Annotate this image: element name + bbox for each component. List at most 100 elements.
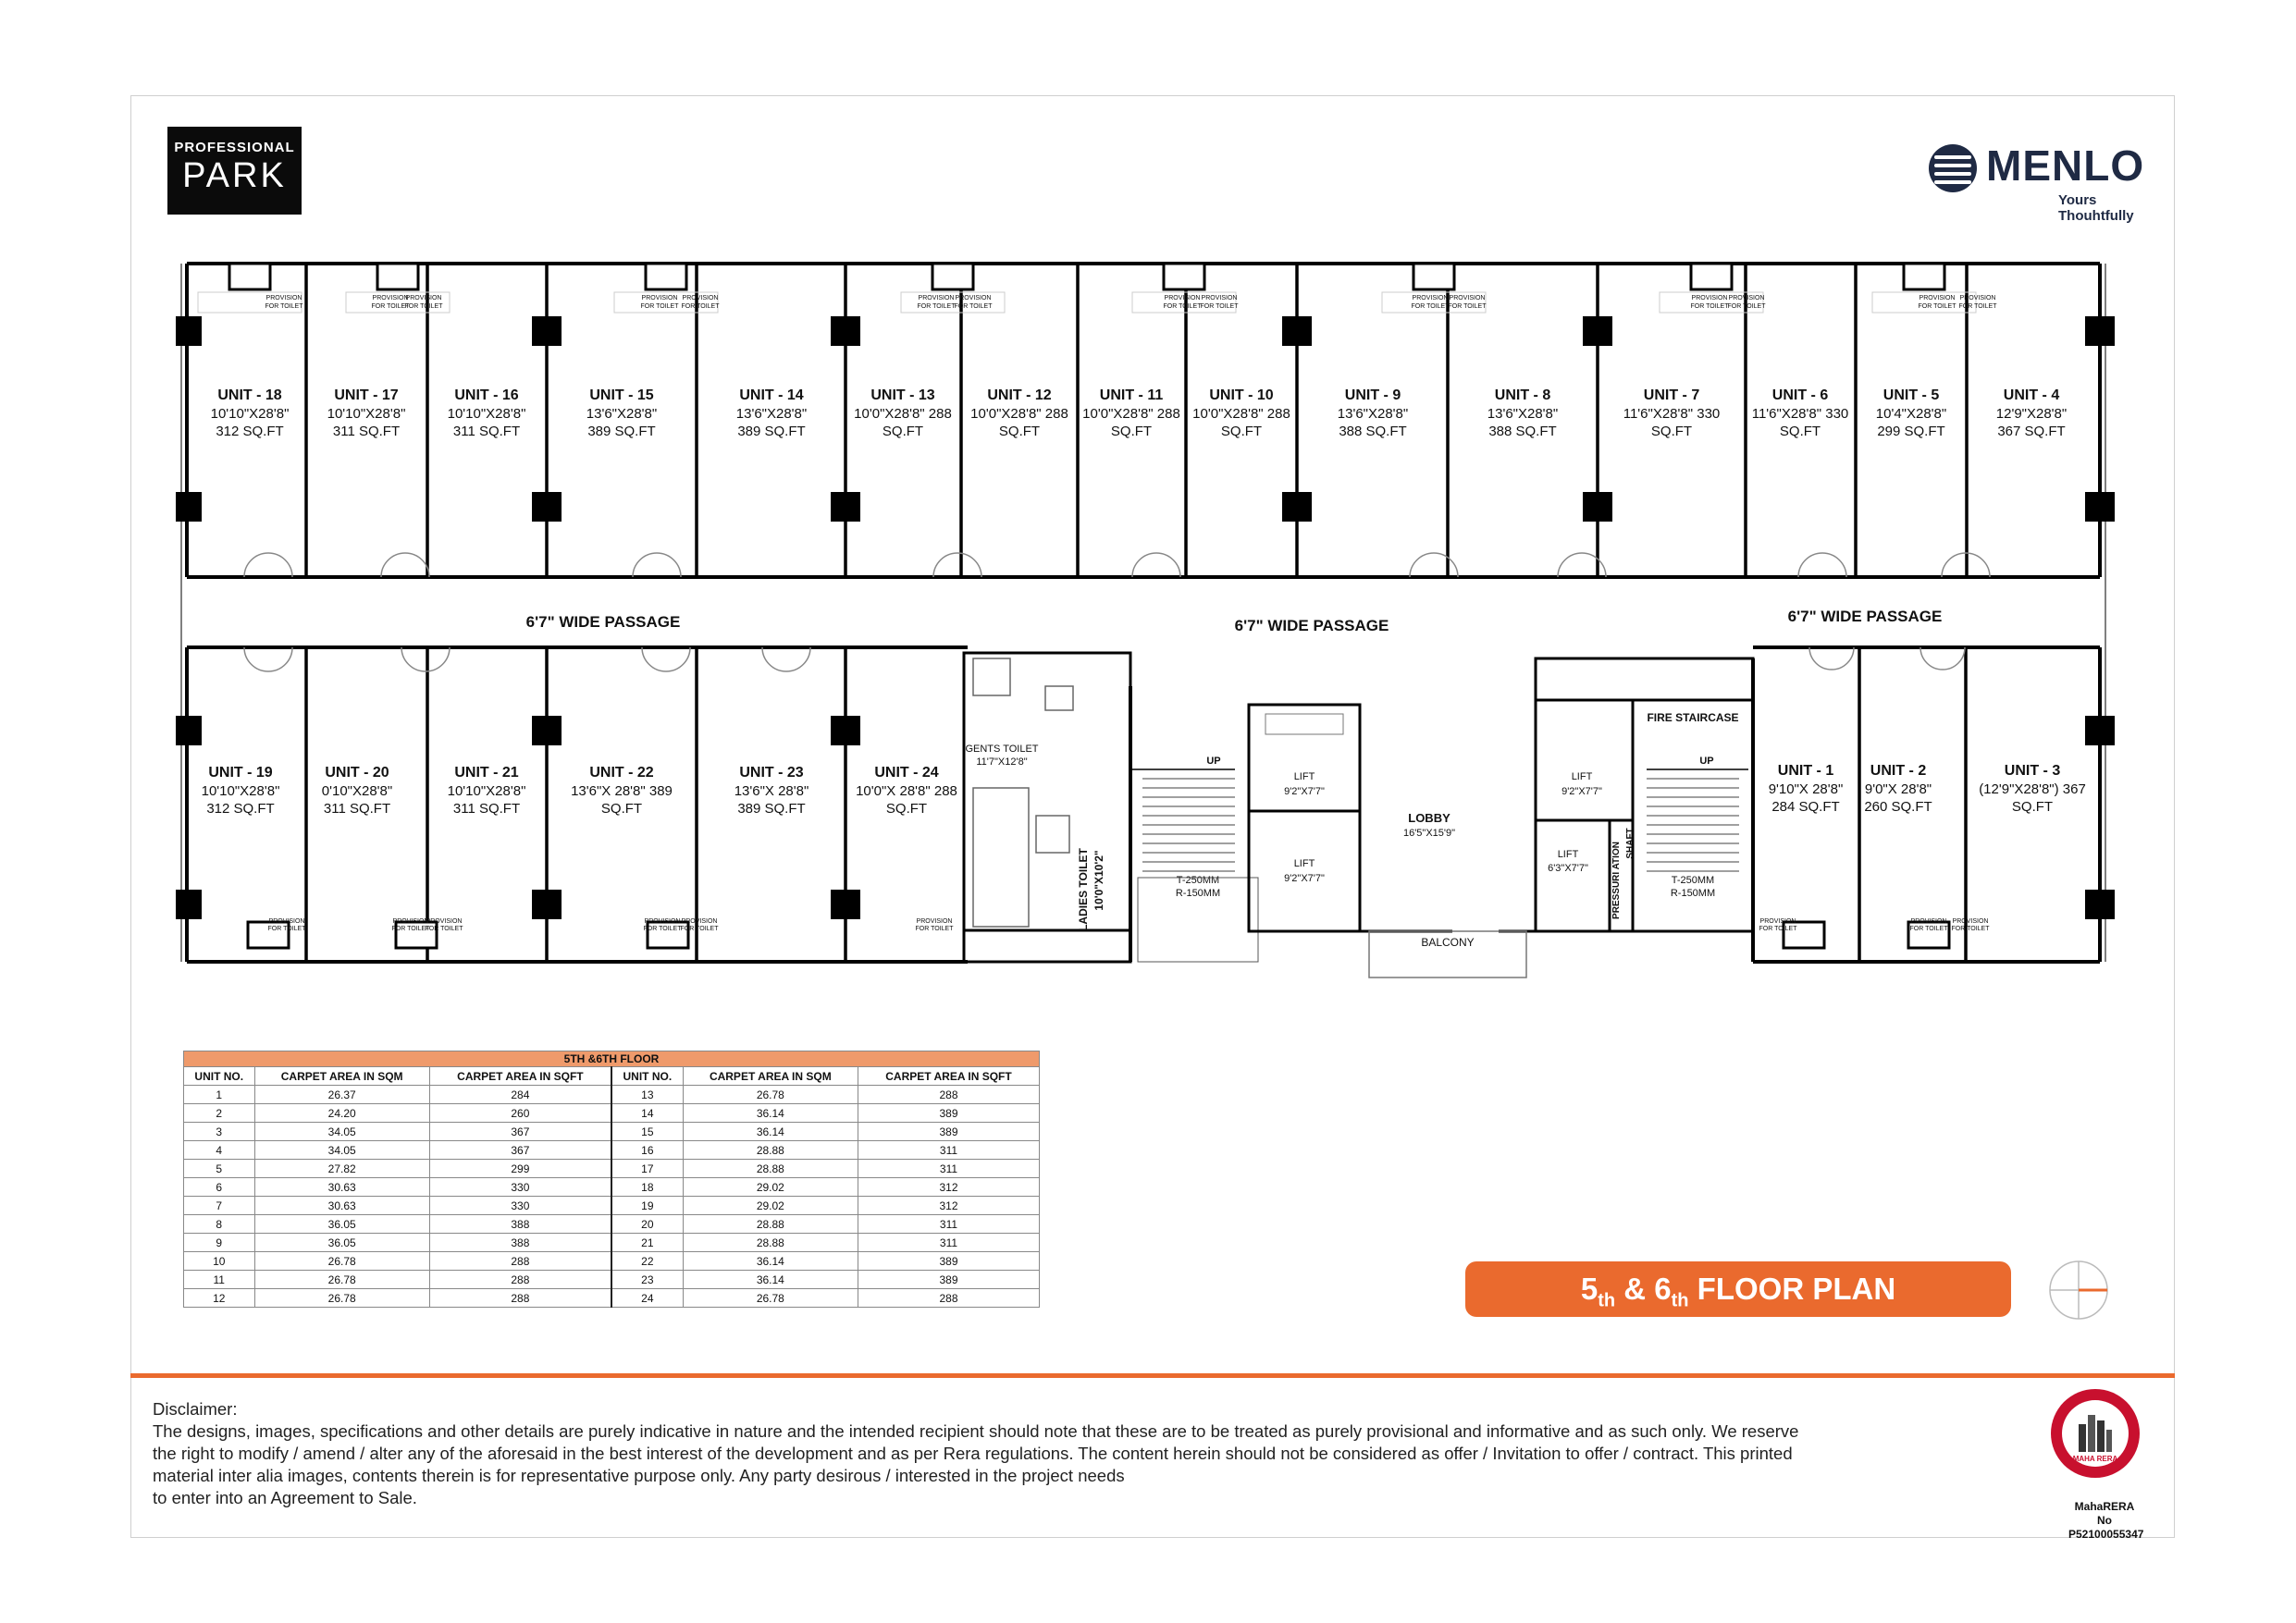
- column: [831, 890, 860, 919]
- balcony-outline: [1368, 930, 1527, 978]
- table-cell: 3: [183, 1122, 255, 1141]
- unit-label: UNIT - 20: [325, 765, 389, 781]
- door-swing: [1808, 646, 1855, 670]
- table-cell: 36.14: [682, 1103, 859, 1123]
- toilet-provision-box: [246, 920, 290, 950]
- door-swing: [401, 646, 451, 672]
- provision-label: PROVISION: [266, 295, 302, 301]
- toilet-block-inner: [962, 651, 1132, 932]
- menlo-globe-icon: [1929, 144, 1977, 192]
- provision-label: FOR TOILET: [268, 926, 307, 932]
- unit-label: UNIT - 6: [1772, 387, 1829, 403]
- table-cell: 18: [610, 1177, 684, 1197]
- unit-label: UNIT - 11: [1100, 387, 1164, 403]
- table-cell: 16: [610, 1140, 684, 1160]
- table-cell: 29.02: [682, 1177, 859, 1197]
- provision-outline: [197, 291, 302, 314]
- unit-label: UNIT - 8: [1495, 387, 1551, 403]
- toilet-provision-box: [1907, 920, 1951, 950]
- table-cell: 312: [858, 1177, 1040, 1197]
- provision-label: PROVISION: [1960, 295, 1996, 301]
- table-header: CARPET AREA IN SQM: [682, 1066, 859, 1086]
- lobby-label: LOBBY: [1408, 811, 1450, 825]
- table-cell: 30.63: [253, 1177, 430, 1197]
- unit-label: UNIT - 15: [589, 387, 653, 403]
- unit-dimension: 13'6"X28'8": [1338, 406, 1408, 422]
- toilet-provision-box: [646, 920, 690, 950]
- lobby-dim: 16'5"X15'9": [1403, 828, 1455, 839]
- toilet-provision-box: [1412, 262, 1456, 291]
- lift-car: [1265, 713, 1344, 735]
- wc-cubicle: [1044, 685, 1074, 711]
- table-cell: 6: [183, 1177, 255, 1197]
- unit-dimension: 10'0"X28'8" 288: [1082, 406, 1180, 422]
- table-cell: 389: [858, 1270, 1040, 1289]
- fire-staircase-label: FIRE STAIRCASE: [1647, 711, 1738, 724]
- maharera-seal-icon: MAHA RERA: [2051, 1389, 2140, 1478]
- unit-area: 389 SQ.FT: [737, 424, 805, 439]
- unit-area: 312 SQ.FT: [216, 424, 283, 439]
- provision-label: PROVISION: [406, 295, 442, 301]
- table-cell: 36.14: [682, 1270, 859, 1289]
- lift-shaft: [1534, 698, 1635, 822]
- stair-landing: [1137, 877, 1259, 963]
- stair-dim: T-250MM: [1177, 875, 1219, 886]
- table-header: UNIT NO.: [610, 1066, 684, 1086]
- provision-outline: [900, 291, 1006, 314]
- menlo-name: MENLO: [1986, 141, 2145, 190]
- table-cell: 36.05: [253, 1233, 430, 1252]
- column: [1583, 316, 1612, 346]
- unit-area: 389 SQ.FT: [737, 801, 805, 817]
- passage-label: 6'7" WIDE PASSAGE: [1235, 617, 1389, 634]
- logo-line2: PARK: [182, 156, 287, 195]
- table-cell: 299: [428, 1159, 612, 1178]
- provision-label: FOR TOILET: [426, 926, 464, 932]
- unit-dimension: 10'0"X28'8" 288: [1192, 406, 1290, 422]
- unit-area: 299 SQ.FT: [1877, 424, 1944, 439]
- lift-shaft: [1247, 809, 1362, 933]
- door-swing: [1409, 552, 1459, 578]
- table-cell: 311: [858, 1140, 1040, 1160]
- table-cell: 311: [858, 1214, 1040, 1234]
- north-compass-icon: [2049, 1260, 2108, 1320]
- toilet-provision-box: [228, 262, 272, 291]
- table-cell: 36.14: [682, 1251, 859, 1271]
- stair-dim: R-150MM: [1671, 888, 1715, 899]
- table-cell: 288: [858, 1288, 1040, 1308]
- gents-toilet-dim: 11'7"X12'8": [976, 756, 1027, 768]
- column: [831, 316, 860, 346]
- table-cell: 20: [610, 1214, 684, 1234]
- toilet-provision-box: [394, 920, 438, 950]
- provision-label: PROVISION: [1920, 295, 1956, 301]
- provision-label: PROVISION: [1760, 918, 1796, 925]
- provision-label: FOR TOILET: [1412, 303, 1450, 310]
- provision-outline: [1659, 291, 1764, 314]
- door-swing: [243, 552, 293, 578]
- table-cell: 288: [858, 1085, 1040, 1104]
- stair-dim: T-250MM: [1672, 875, 1714, 886]
- unit-dimension: 0'10"X28'8": [322, 783, 392, 799]
- unit-area: 388 SQ.FT: [1488, 424, 1556, 439]
- unit-label: UNIT - 5: [1883, 387, 1940, 403]
- provision-label: PROVISION: [373, 295, 409, 301]
- provision-label: PROVISION: [919, 295, 955, 301]
- table-cell: 26.78: [253, 1288, 430, 1308]
- unit-label: UNIT - 18: [217, 387, 281, 403]
- table-cell: 367: [428, 1122, 612, 1141]
- unit-dimension: 11'6"X28'8" 330: [1752, 406, 1849, 422]
- provision-label: FOR TOILET: [405, 303, 444, 310]
- provision-outline: [345, 291, 451, 314]
- toilet-provision-box: [1902, 262, 1946, 291]
- table-cell: 22: [610, 1251, 684, 1271]
- unit-label: UNIT - 12: [987, 387, 1051, 403]
- unit-area: SQ.FT: [1651, 424, 1692, 439]
- unit-label: UNIT - 19: [208, 765, 272, 781]
- column: [831, 716, 860, 745]
- provision-outline: [1381, 291, 1487, 314]
- provision-label: FOR TOILET: [1910, 926, 1949, 932]
- lift-label: LIFT: [1294, 858, 1315, 869]
- provision-label: PROVISION: [683, 295, 719, 301]
